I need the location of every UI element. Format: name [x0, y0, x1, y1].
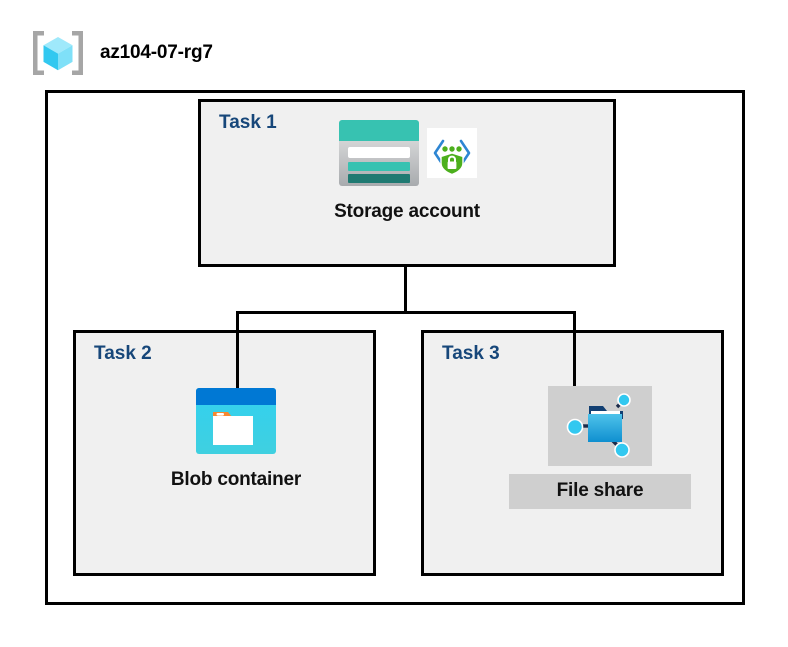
secure-endpoint-shield-icon: [427, 128, 477, 183]
connector-horizontal-bus: [236, 311, 576, 314]
node-file-share[interactable]: File share: [508, 386, 692, 509]
node-caption-storage-account: Storage account: [334, 201, 480, 222]
resource-group-frame: [45, 90, 745, 605]
connector-storage-trunk: [404, 267, 407, 314]
connector-to-file-share: [573, 311, 576, 389]
file-share-icon: [560, 393, 640, 464]
node-caption-blob-container: Blob container: [170, 469, 302, 490]
resource-group-name: az104-07-rg7: [100, 42, 213, 63]
storage-account-icon-group: [337, 118, 477, 193]
node-storage-account[interactable]: Storage account: [296, 118, 518, 223]
resource-group-icon: [30, 28, 86, 78]
blob-container-icon: [194, 386, 278, 461]
node-blob-container[interactable]: Blob container: [152, 386, 320, 491]
connector-to-blob-container: [236, 311, 239, 389]
storage-account-icon: [337, 118, 421, 193]
node-caption-file-share: File share: [508, 474, 692, 509]
task-label-2: Task 2: [94, 343, 152, 364]
task-label-3: Task 3: [442, 343, 500, 364]
resource-group-header: az104-07-rg7: [30, 28, 213, 78]
task-label-1: Task 1: [219, 112, 277, 133]
file-share-icon-group: [548, 386, 652, 466]
blob-container-icon-group: [194, 386, 278, 461]
